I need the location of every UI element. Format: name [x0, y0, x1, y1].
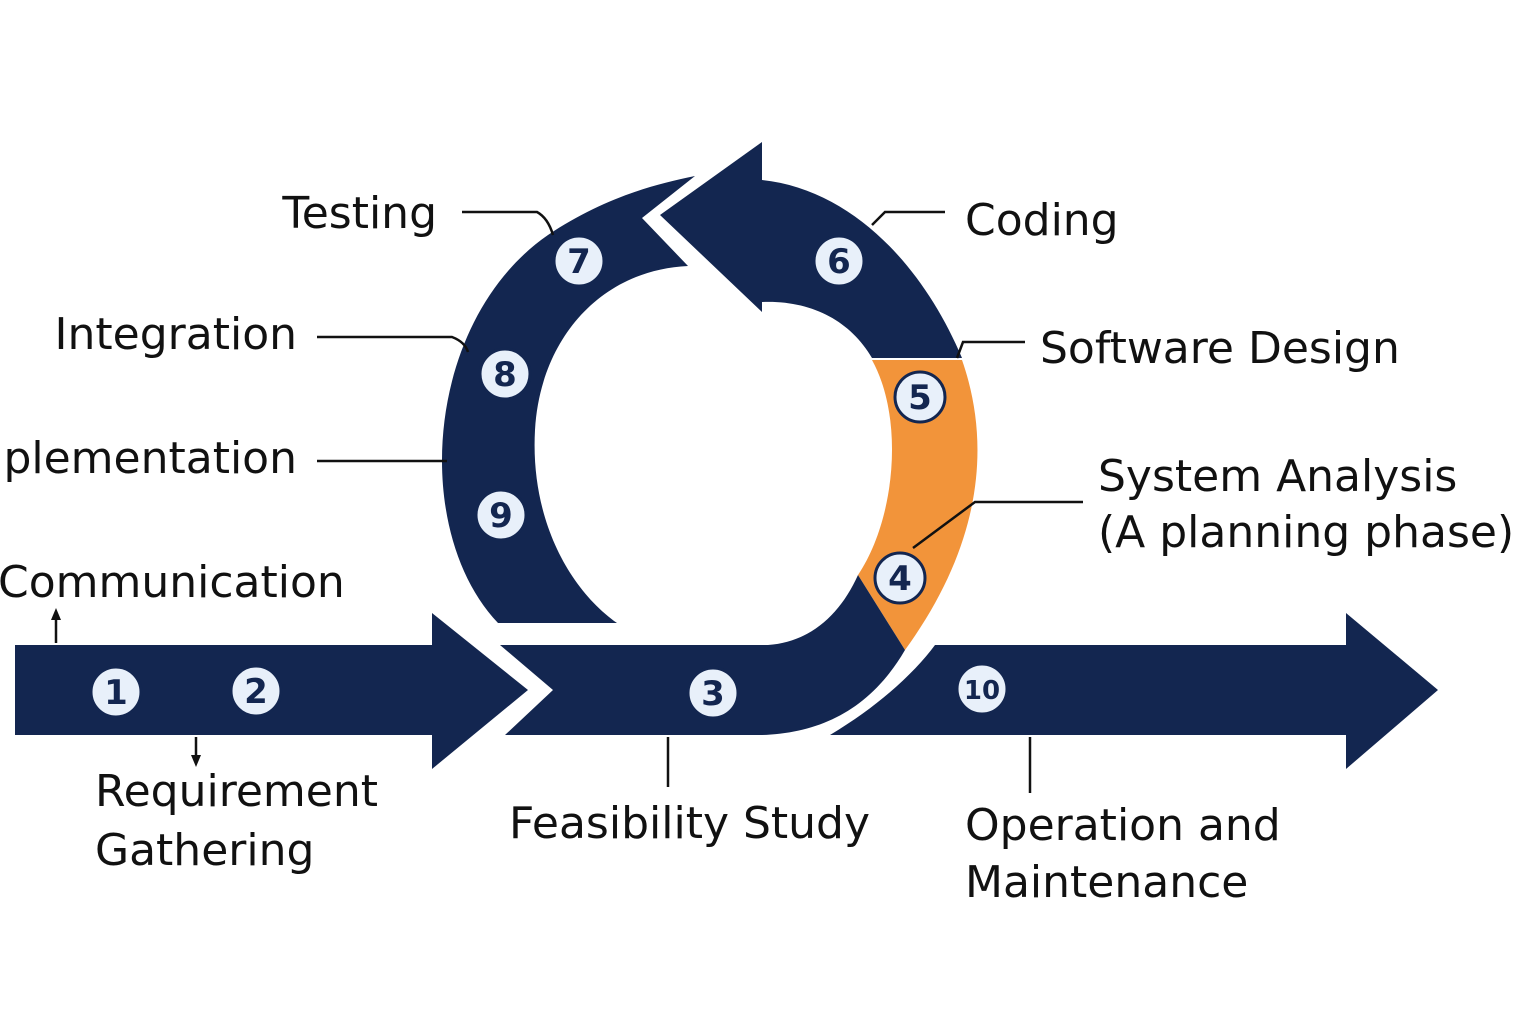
- leader-line-7: [462, 210, 555, 236]
- step-4-label-line-1: System Analysis: [1098, 451, 1457, 502]
- step-8-number: 8: [493, 355, 517, 395]
- step-5-badge: 5: [893, 370, 947, 424]
- step-9-badge-circle: [474, 488, 528, 542]
- step-8-badge-circle: [478, 347, 532, 401]
- step-3-label: Feasibility Study: [509, 798, 870, 849]
- step-badges: 1 2 3 4 5 6 7 8: [89, 234, 1009, 720]
- step-2-label: Requirement Gathering: [95, 766, 392, 876]
- leader-line-6: [871, 210, 945, 226]
- step-1-badge-circle: [89, 665, 143, 719]
- step-3-badge-circle: [686, 666, 740, 720]
- step-4-number: 4: [888, 559, 912, 599]
- step-3-number: 3: [701, 674, 725, 714]
- step-labels: Communication Requirement Gathering Feas…: [0, 188, 1514, 908]
- step-10-label-line-2: Maintenance: [965, 857, 1248, 908]
- step-6-label: Coding: [965, 195, 1119, 246]
- step-2-label-line-2: Gathering: [95, 825, 314, 876]
- step-5-number: 5: [908, 378, 932, 418]
- step-4-label: System Analysis (A planning phase): [1098, 451, 1514, 558]
- step-4-badge-circle: [873, 551, 927, 605]
- step-5-label: Software Design: [1040, 323, 1400, 374]
- leader-line-4: [912, 500, 1083, 550]
- step-3-badge: 3: [686, 666, 740, 720]
- step-8-badge: 8: [478, 347, 532, 401]
- step-6-number: 6: [827, 242, 851, 282]
- step-2-number: 2: [244, 672, 268, 712]
- step-1-number: 1: [104, 673, 128, 713]
- step-9-label: Implementation: [0, 433, 297, 484]
- step-4-label-line-2: (A planning phase): [1098, 507, 1514, 558]
- loop-arrowhead-shape: [660, 142, 962, 358]
- leader-arrowhead-2: [191, 755, 201, 767]
- step-2-badge: 2: [229, 664, 283, 718]
- step-5-badge-circle: [893, 370, 947, 424]
- leader-line-5: [955, 340, 1025, 359]
- step-6-badge-circle: [812, 234, 866, 288]
- step-4-badge: 4: [873, 551, 927, 605]
- step-10-label: Operation and Maintenance: [965, 800, 1295, 908]
- step-7-number: 7: [567, 242, 591, 282]
- leader-arrowhead-1: [51, 608, 61, 620]
- step-1-badge: 1: [89, 665, 143, 719]
- step-7-badge-circle: [552, 234, 606, 288]
- step-7-label: Testing: [281, 188, 437, 239]
- step-2-badge-circle: [229, 664, 283, 718]
- leader-line-8: [317, 335, 470, 353]
- bottom-band-shape: [500, 575, 905, 735]
- step-10-badge-circle: [955, 662, 1009, 716]
- right-arrow-shape: [830, 613, 1438, 769]
- step-10-badge: 10: [955, 662, 1009, 716]
- step-6-badge: 6: [812, 234, 866, 288]
- step-10-label-line-1: Operation and: [965, 800, 1281, 851]
- step-1-label: Communication: [0, 557, 345, 608]
- step-9-badge: 9: [474, 488, 528, 542]
- step-8-label: Integration: [55, 309, 297, 360]
- step-9-number: 9: [489, 496, 513, 536]
- step-10-number: 10: [964, 676, 1000, 706]
- step-2-label-line-1: Requirement: [95, 766, 378, 817]
- leader-lines: [51, 210, 1083, 793]
- step-7-badge: 7: [552, 234, 606, 288]
